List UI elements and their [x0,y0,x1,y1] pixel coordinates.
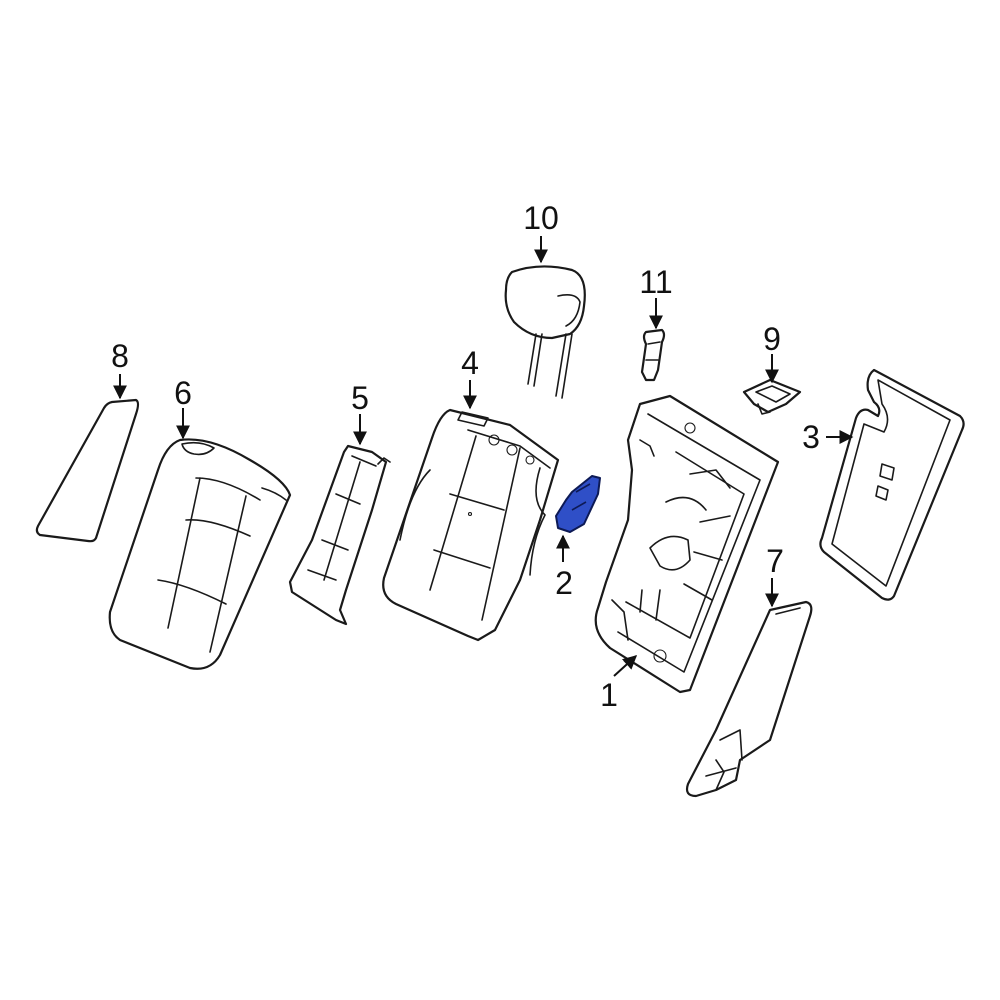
part-3-back-panel[interactable] [819,368,965,601]
part-9-latch-bezel[interactable] [742,378,802,415]
leader-1 [613,655,638,677]
callout-1: 1 [600,677,618,713]
callout-5: 5 [351,380,369,416]
callout-3: 3 [802,419,820,455]
part-8-panel[interactable] [35,398,140,543]
callout-9: 9 [763,321,781,357]
callout-11: 11 [639,264,672,300]
part-4-seatback-pad[interactable] [382,408,560,642]
part-11-headrest-guide[interactable] [640,328,666,382]
part-6-seatback-cover[interactable] [108,438,292,670]
callout-2: 2 [555,565,573,601]
part-10-headrest[interactable] [504,265,586,399]
callout-10: 10 [523,200,559,236]
part-1-seatback-frame[interactable] [594,394,780,694]
callout-4: 4 [461,345,479,381]
part-7-side-trim[interactable] [685,600,813,798]
callout-8: 8 [111,338,129,374]
callout-leaders [113,236,854,677]
part-2-highlighted-bracket[interactable] [555,475,601,533]
callout-labels: 8 6 5 4 10 11 9 3 7 2 1 [111,200,820,713]
part-5-bracket[interactable] [288,444,391,626]
callout-6: 6 [174,375,192,411]
callout-7: 7 [766,543,784,579]
